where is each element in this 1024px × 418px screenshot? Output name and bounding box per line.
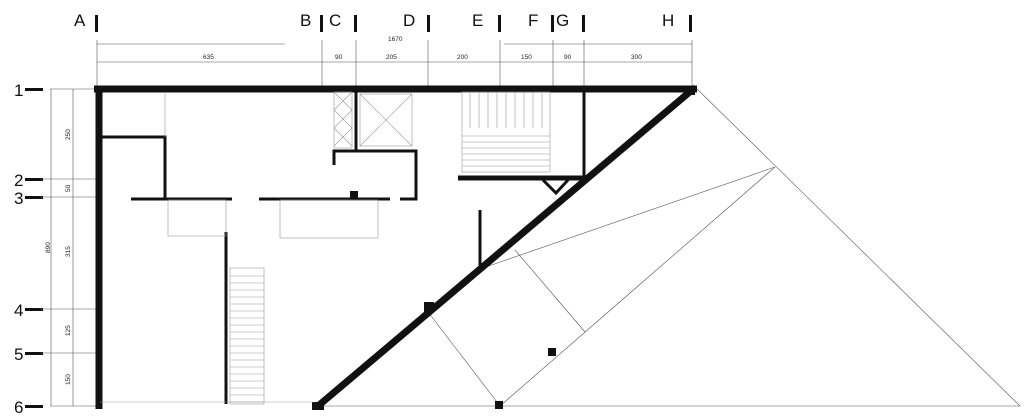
- dim-label: 125: [65, 325, 72, 336]
- axis-label-D: D: [403, 11, 415, 30]
- axis-label-F: F: [528, 11, 538, 30]
- axis-marker: [551, 15, 554, 32]
- dim-label: 205: [386, 54, 397, 61]
- dim-label: 50: [65, 184, 72, 192]
- total-width-label: 1670: [388, 36, 403, 43]
- axis-label-2: 2: [14, 171, 23, 190]
- dim-label: 150: [521, 54, 532, 61]
- axis-marker: [95, 15, 98, 32]
- axis-marker: [582, 15, 585, 32]
- dim-label: 300: [631, 54, 642, 61]
- axis-label-B: B: [300, 11, 311, 30]
- axis-label-G: G: [556, 11, 569, 30]
- interior-details: [100, 91, 551, 405]
- walls: [94, 85, 697, 410]
- axis-label-H: H: [662, 11, 674, 30]
- terrace-outline: [315, 84, 1021, 409]
- total-height-label: 890: [45, 242, 52, 253]
- axis-marker: [498, 15, 501, 32]
- axis-marker: [320, 15, 323, 32]
- dim-label: 150: [65, 374, 72, 385]
- dim-label: 90: [564, 54, 572, 61]
- axis-marker: [689, 15, 692, 32]
- axis-marker: [427, 15, 430, 32]
- horizontal-dimensions: 1670 635 90 205 200 150 90 300: [96, 36, 693, 89]
- axis-label-3: 3: [14, 189, 23, 208]
- dim-label: 200: [457, 54, 468, 61]
- column-axes: A B C D E F G H: [74, 11, 692, 32]
- dim-label: 250: [65, 129, 72, 140]
- dim-label: 635: [203, 54, 214, 61]
- vertical-dimensions: 890 250 50 315 125 150: [40, 88, 97, 407]
- row-axes: 1 2 3 4 5 6: [14, 81, 43, 417]
- axis-label-C: C: [329, 11, 341, 30]
- dim-label: 315: [65, 246, 72, 257]
- axis-label-E: E: [472, 11, 483, 30]
- dim-label: 90: [335, 54, 343, 61]
- axis-label-4: 4: [14, 301, 23, 320]
- axis-label-6: 6: [14, 398, 23, 417]
- axis-label-5: 5: [14, 345, 23, 364]
- axis-marker: [354, 15, 357, 32]
- axis-label-A: A: [74, 11, 86, 30]
- axis-label-1: 1: [14, 81, 23, 100]
